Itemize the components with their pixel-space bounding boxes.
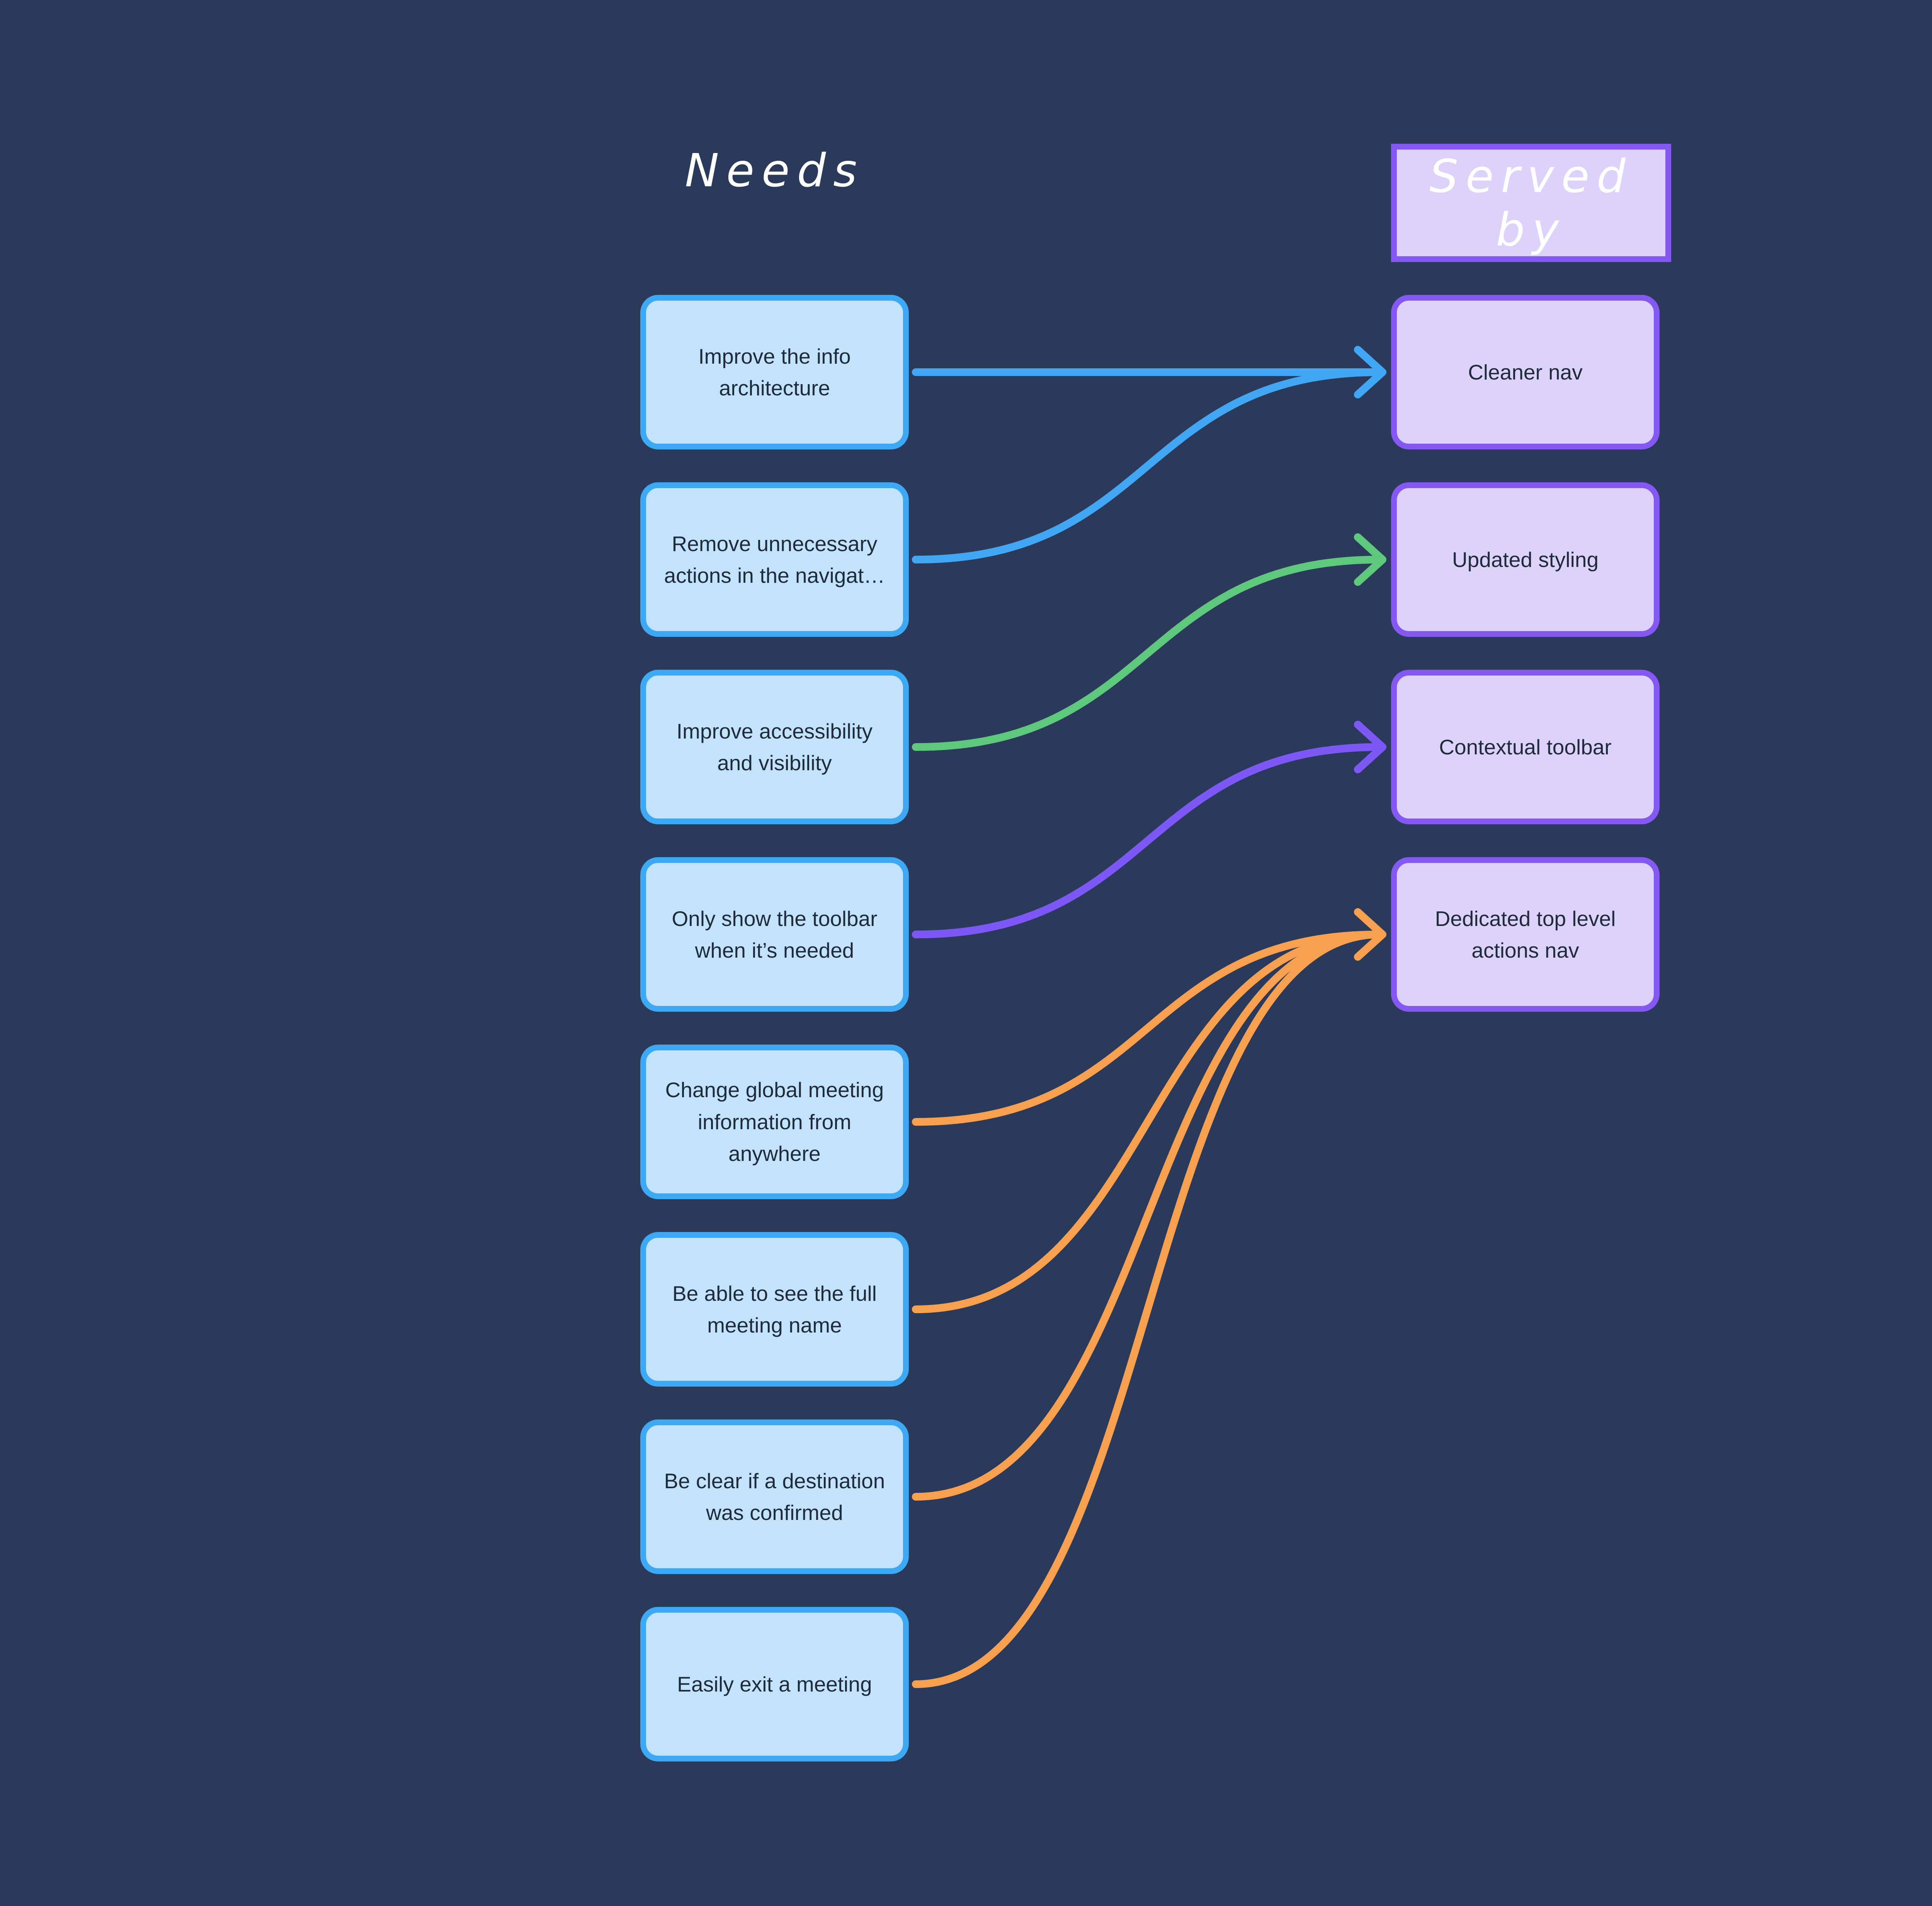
arrowhead-icon (1354, 346, 1386, 398)
served-box-label: Cleaner nav (1468, 360, 1583, 384)
served-box-label: Dedicated top level actions nav (1435, 906, 1616, 963)
arrowhead-icon (1354, 721, 1386, 773)
connector-orange (912, 931, 1383, 1501)
served-box-label: Updated styling (1452, 547, 1599, 572)
need-box[interactable]: Improve the info architecture (640, 295, 909, 449)
connector-orange (912, 931, 1383, 1313)
served-by-column-header: Served by (1391, 144, 1671, 262)
need-box-label: Improve the info architecture (698, 344, 851, 400)
need-box-label: Only show the toolbar when it’s needed (672, 906, 878, 963)
connector-purple (912, 743, 1383, 938)
connector-blue (912, 368, 1383, 563)
need-box-label: Be clear if a destination was confirmed (664, 1469, 885, 1525)
connector-orange (912, 931, 1383, 1126)
served-box[interactable]: Updated styling (1391, 482, 1660, 637)
needs-column-header: Needs (685, 144, 864, 197)
arrowhead-icon (1354, 908, 1386, 961)
served-box-label: Contextual toolbar (1439, 735, 1612, 759)
connector-orange (912, 931, 1383, 1688)
need-box-label: Easily exit a meeting (677, 1672, 872, 1696)
need-box[interactable]: Be able to see the full meeting name (640, 1232, 909, 1387)
arrowhead-icon (1354, 533, 1386, 586)
need-box[interactable]: Be clear if a destination was confirmed (640, 1419, 909, 1574)
need-box[interactable]: Remove unnecessary actions in the naviga… (640, 482, 909, 637)
need-box[interactable]: Change global meeting information from a… (640, 1045, 909, 1199)
need-box[interactable]: Easily exit a meeting (640, 1607, 909, 1761)
need-box-label: Remove unnecessary actions in the naviga… (664, 531, 885, 588)
connector-green (912, 556, 1383, 751)
served-box[interactable]: Dedicated top level actions nav (1391, 857, 1660, 1012)
need-box-label: Be able to see the full meeting name (672, 1281, 877, 1338)
need-box[interactable]: Improve accessibility and visibility (640, 670, 909, 824)
need-box[interactable]: Only show the toolbar when it’s needed (640, 857, 909, 1012)
served-box[interactable]: Contextual toolbar (1391, 670, 1660, 824)
served-box[interactable]: Cleaner nav (1391, 295, 1660, 449)
need-box-label: Improve accessibility and visibility (676, 719, 873, 775)
need-box-label: Change global meeting information from a… (665, 1078, 884, 1166)
